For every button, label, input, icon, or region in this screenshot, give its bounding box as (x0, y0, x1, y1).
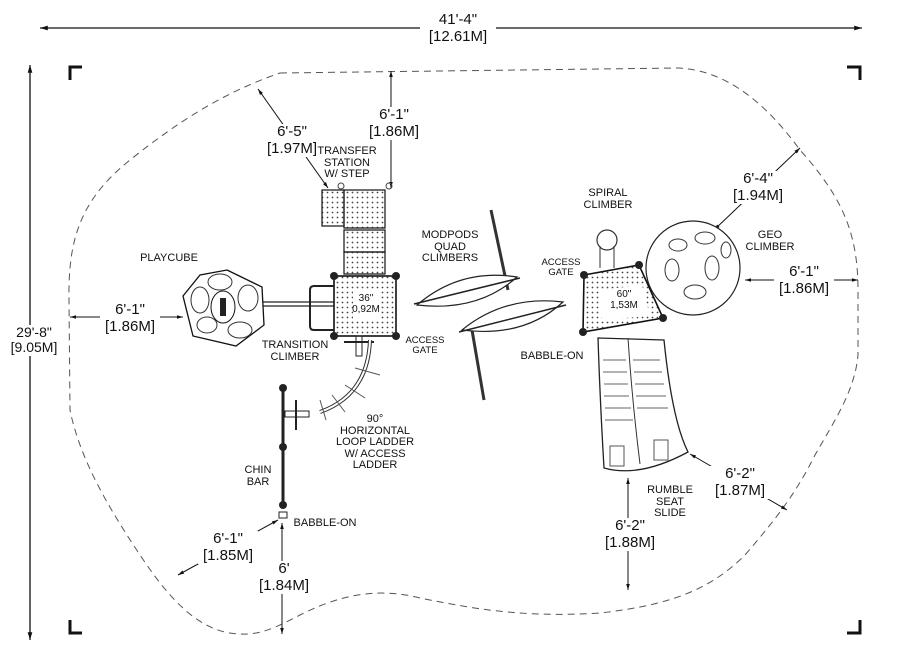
label-transfer-station: TRANSFER STATION W/ STEP (317, 145, 377, 181)
clearance-bottom-left-diag: 6'-1" [1.85M] (198, 530, 258, 564)
corner-mark-top-left (68, 65, 82, 80)
corner-mark-bottom-right (847, 620, 862, 635)
modpods-quad-climbers (413, 209, 567, 401)
label-access-gate-left: ACCESS GATE (405, 335, 445, 356)
clearance-imperial: 6' (278, 560, 290, 577)
clearance-metric: [1.85M] (202, 546, 254, 564)
deck-height-imperial: 60" (616, 289, 632, 300)
deck-60-platform (579, 261, 667, 336)
clearance-imperial: 6'-1" (789, 263, 819, 280)
clearance-metric: [1.88M] (604, 533, 656, 551)
label-modpods: MODPODS QUAD CLIMBERS (421, 229, 479, 265)
clearance-metric: [1.86M] (104, 317, 156, 335)
clearance-imperial: 6'-1" (115, 301, 145, 318)
deck-36-height: 36" 0,92M (350, 293, 382, 315)
geo-climber (645, 220, 741, 316)
deck-60-height: 60" 1,53M (606, 289, 642, 311)
clearance-metric: [1.86M] (368, 122, 420, 140)
chin-bar (278, 384, 288, 519)
clearance-left: 6'-1" [1.86M] (100, 301, 160, 335)
clearance-imperial: 6'-1" (213, 530, 243, 547)
clearance-bottom-right-diag: 6'-2" [1.87M] (710, 465, 770, 499)
overall-height-dimension: 29'-8" [9.05M] (0, 324, 68, 356)
clearance-bottom-slide: 6'-2" [1.88M] (600, 517, 660, 551)
clearance-top-right-diag: 6'-4" [1.94M] (728, 170, 788, 204)
label-access-gate-right: ACCESS GATE (541, 257, 581, 278)
deck-height-metric: 0,92M (352, 303, 380, 315)
label-transition-climber: TRANSITION CLIMBER (261, 339, 329, 363)
label-chin-bar: CHIN BAR (244, 464, 272, 488)
corner-mark-bottom-left (68, 620, 82, 635)
clearance-metric: [1.97M] (266, 139, 318, 157)
label-babble-on-left: BABBLE-ON (293, 517, 357, 529)
overall-width-metric: [12.61M] (428, 27, 488, 45)
rumble-seat-slide (597, 337, 689, 472)
clearance-metric: [1.94M] (732, 186, 784, 204)
overall-height-imperial: 29'-8" (16, 324, 52, 340)
overall-width-imperial: 41'-4" (438, 11, 478, 28)
clearance-right: 6'-1" [1.86M] (774, 263, 834, 297)
clearance-imperial: 6'-1" (379, 106, 409, 123)
overall-width-dimension: 41'-4" [12.61M] (420, 11, 496, 45)
corner-mark-top-right (847, 65, 862, 80)
deck-height-metric: 1,53M (610, 299, 638, 311)
clearance-metric: [1.87M] (714, 481, 766, 499)
clearance-metric: [1.84M] (258, 576, 310, 594)
playcube-connector (262, 301, 334, 307)
deck-height-imperial: 36" (358, 293, 374, 304)
label-playcube: PLAYCUBE (140, 252, 198, 264)
playcube (182, 269, 265, 347)
deck-36-platform (309, 272, 400, 357)
overall-height-metric: [9.05M] (10, 339, 58, 356)
clearance-imperial: 6'-2" (615, 517, 645, 534)
clearance-imperial: 6'-4" (743, 170, 773, 187)
clearance-imperial: 6'-5" (277, 123, 307, 140)
label-rumble-seat-slide: RUMBLE SEAT SLIDE (647, 484, 693, 520)
clearance-imperial: 6'-2" (725, 465, 755, 482)
spiral-climber (596, 229, 618, 268)
clearance-metric: [1.86M] (778, 279, 830, 297)
clearance-top-left-diag: 6'-5" [1.97M] (262, 123, 322, 157)
use-zone-boundary (68, 67, 859, 635)
label-spiral-climber: SPIRAL CLIMBER (583, 187, 633, 211)
label-babble-on-right: BABBLE-ON (520, 350, 584, 362)
label-loop-ladder: 90° HORIZONTAL LOOP LADDER W/ ACCESS LAD… (335, 413, 415, 472)
label-geo-climber: GEO CLIMBER (745, 229, 795, 253)
horizontal-loop-ladder (284, 339, 381, 430)
transfer-station (321, 182, 393, 275)
clearance-bottom-left: 6' [1.84M] (254, 560, 314, 594)
clearance-top: 6'-1" [1.86M] (364, 106, 424, 140)
